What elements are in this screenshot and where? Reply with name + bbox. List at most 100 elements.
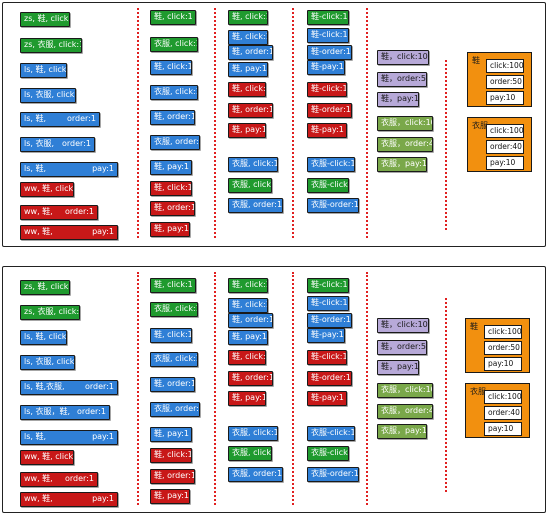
col1-record-text: ls, 鞋,	[24, 114, 47, 123]
col1-record-tag: ls, 衣服，鞋,order:1	[20, 405, 110, 420]
col3-record-text: 鞋, pay:1	[232, 393, 266, 402]
col4-record-tag: 衣服-click:1	[307, 178, 349, 193]
col1-record-text: ls, 鞋, click:1	[24, 332, 67, 341]
col4-record-tag: 鞋-order:1	[307, 313, 352, 328]
col3-record-tag: 衣服, click:1	[228, 157, 278, 172]
col2-record-text: 鞋, pay:1	[154, 162, 190, 171]
col2-record-tag: 衣服, click:1	[150, 85, 198, 100]
col2-record-text: 鞋, order:1	[154, 203, 195, 212]
col3-record-tag: 鞋, order:1	[228, 371, 273, 386]
col4-record-text: 鞋-click:1	[311, 30, 348, 39]
col4-record-tag: 衣服-click:1	[307, 157, 355, 172]
col4-record-text: 鞋-order:1	[311, 315, 351, 324]
col1-record-text: ls, 衣服,	[24, 139, 55, 148]
col1-record-metric: order:1	[62, 139, 91, 148]
col2-record-text: 鞋, order:1	[154, 112, 195, 121]
col3-record-text: 鞋, click:1	[232, 84, 266, 93]
col2-record-text: 衣服, click:1	[154, 39, 198, 48]
aggregate-cell: click:100	[486, 124, 524, 138]
col1-record-text: ww, 鞋,	[24, 227, 53, 236]
col1-record-text: ls, 鞋,	[24, 432, 47, 441]
aggregate-cell: order:40	[486, 140, 524, 154]
aggregate-box-label: 鞋	[470, 322, 478, 331]
col4-record-text: 衣服-click:1	[311, 428, 355, 437]
col1-record-tag: ls, 鞋, click:1	[20, 63, 67, 78]
col1-record-text: zs, 鞋, click:1	[24, 282, 69, 291]
col4-record-text: 鞋-order:1	[311, 105, 351, 114]
col1-record-text: zs, 衣服, click:1	[24, 40, 82, 49]
stage-separator	[292, 8, 294, 238]
col4-record-text: 衣服-click:1	[311, 180, 348, 189]
col3-record-tag: 鞋, click:1	[228, 350, 266, 365]
col4-record-text: 衣服-click:1	[311, 159, 355, 168]
aggregate-cell: pay:10	[484, 357, 522, 371]
col1-record-metric: order:1	[77, 407, 106, 416]
col3-record-tag: 鞋, click:1	[228, 82, 266, 97]
col5-record-text: 鞋，pay:10	[381, 362, 419, 371]
col4-record-tag: 鞋-click:1	[307, 82, 347, 97]
col1-record-tag: zs, 衣服, click:1	[20, 305, 80, 320]
col1-record-text: ls, 鞋, click:1	[24, 65, 67, 74]
col2-record-tag: 鞋, order:1	[150, 110, 195, 125]
col3-record-text: 衣服, order:1	[232, 200, 283, 209]
col2-record-tag: 衣服, order:1	[150, 402, 200, 417]
col1-record-text: ls, 衣服, click:1	[24, 90, 75, 99]
col3-record-tag: 衣服, order:1	[228, 467, 283, 482]
col1-record-metric: pay:1	[92, 227, 114, 236]
col1-record-text: ww, 鞋,	[24, 474, 53, 483]
col3-record-text: 鞋, order:1	[232, 315, 273, 324]
aggregate-cell: click:100	[484, 325, 522, 339]
col1-record-tag: zs, 鞋, click:1	[20, 12, 70, 27]
col3-record-tag: 衣服, click:1	[228, 426, 278, 441]
col2-record-tag: 鞋, click:1	[150, 278, 196, 293]
col5-record-tag: 衣服，click:100	[377, 383, 433, 398]
stage-separator	[366, 272, 368, 505]
col1-record-tag: ls, 衣服, click:1	[20, 355, 75, 370]
col2-record-tag: 鞋, order:1	[150, 469, 195, 484]
col3-record-tag: 鞋, click:1	[228, 278, 268, 293]
col5-record-text: 衣服，order:40	[381, 139, 432, 148]
stage-separator	[137, 272, 139, 505]
col1-record-metric: order:1	[65, 207, 94, 216]
col1-record-text: zs, 衣服, click:1	[24, 307, 80, 316]
col4-record-text: 衣服-order:1	[311, 200, 359, 209]
col5-record-text: 鞋，click:100	[381, 320, 429, 329]
col3-record-text: 鞋, order:1	[232, 47, 273, 56]
col3-record-text: 鞋, click:1	[232, 12, 268, 21]
col5-record-tag: 衣服，order:40	[377, 137, 433, 152]
col3-record-text: 衣服, click:1	[232, 448, 271, 457]
col1-record-metric: pay:1	[92, 494, 114, 503]
col3-record-text: 鞋, pay:1	[232, 332, 268, 341]
col4-record-text: 鞋-order:1	[311, 47, 351, 56]
col3-record-text: 鞋, click:1	[232, 280, 268, 289]
col2-record-tag: 衣服, click:1	[150, 352, 198, 367]
col2-record-tag: 衣服, order:1	[150, 135, 200, 150]
col4-record-text: 鞋-order:1	[311, 373, 351, 382]
col3-record-tag: 鞋, order:1	[228, 313, 273, 328]
col1-record-tag: ls, 鞋, click:1	[20, 330, 67, 345]
col2-record-text: 鞋, click:1	[154, 280, 193, 289]
col5-record-tag: 衣服，pay:10	[377, 424, 427, 439]
col5-record-tag: 衣服，order:40	[377, 404, 433, 419]
col3-record-text: 衣服, click:1	[232, 180, 271, 189]
col2-record-text: 鞋, pay:1	[154, 491, 190, 500]
col4-record-text: 鞋-pay:1	[311, 393, 344, 402]
col3-record-tag: 鞋, pay:1	[228, 391, 266, 406]
aggregate-cell: pay:10	[486, 91, 524, 105]
stage-separator	[445, 60, 447, 230]
col4-record-tag: 衣服-click:1	[307, 446, 349, 461]
col5-record-tag: 衣服，click:100	[377, 116, 433, 131]
stage-separator	[137, 8, 139, 238]
stage-separator	[292, 272, 294, 505]
col2-record-text: 鞋, click:1	[154, 450, 192, 459]
col4-record-tag: 鞋-click:1	[307, 10, 349, 25]
col3-record-tag: 鞋, click:1	[228, 30, 268, 45]
col4-record-tag: 鞋-order:1	[307, 103, 352, 118]
col2-record-text: 衣服, order:1	[154, 404, 200, 413]
col2-record-tag: 鞋, order:1	[150, 201, 195, 216]
col1-record-tag: ls, 鞋,pay:1	[20, 430, 118, 445]
col1-record-tag: ww, 鞋,order:1	[20, 472, 98, 487]
col5-record-tag: 鞋，click:100	[377, 318, 429, 333]
